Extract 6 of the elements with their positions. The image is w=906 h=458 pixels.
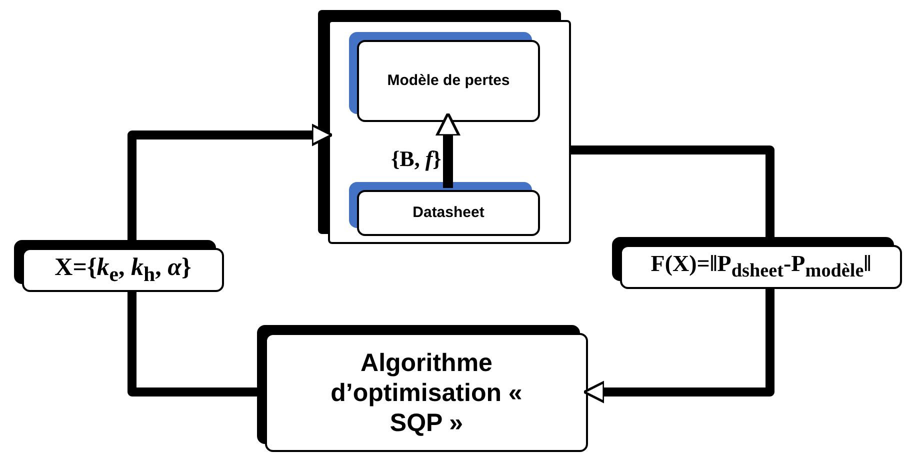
node-label: Algorithme d’optimisation « SQP » — [330, 348, 524, 438]
node-label: Datasheet — [412, 203, 486, 223]
node-label: X={k$_{e}$, k$_{h}$, α} — [54, 252, 192, 288]
node-label: Modèle de pertes — [386, 71, 511, 91]
arrow — [436, 112, 460, 188]
node-label: F(X)=‖P$_{dsheet}$-P$_{modèle}$‖ — [650, 250, 872, 284]
